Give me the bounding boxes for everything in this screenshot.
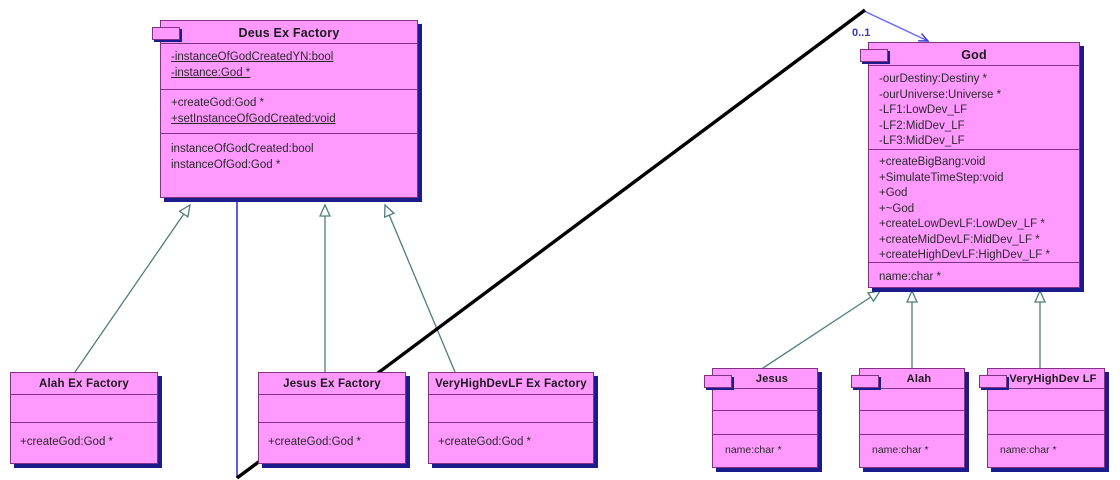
attributes-compartment xyxy=(11,394,157,422)
operations-compartment xyxy=(713,410,817,434)
class-title-jesus-ex-factory: Jesus Ex Factory xyxy=(283,378,381,390)
attribute-row: -instance:God * xyxy=(171,66,251,79)
attribute-row: -ourDestiny:Destiny * xyxy=(879,73,988,85)
operation-row: +createHighDevLF:HighDev_LF * xyxy=(879,249,1050,261)
operation-row: +createMidDevLF:MidDev_LF * xyxy=(879,233,1040,246)
class-tab-icon xyxy=(979,375,1007,388)
attribute-row: -instanceOfGodCreatedYN:bool xyxy=(171,51,334,63)
attributes-compartment xyxy=(860,388,964,410)
multiplicity-label-0-1: 0..1 xyxy=(852,27,871,39)
class-jesus[interactable]: Jesus name:char * xyxy=(704,368,818,468)
generalization-jesus-god xyxy=(759,290,882,371)
attributes-compartment xyxy=(429,394,593,422)
class-title-alah-ex-factory: Alah Ex Factory xyxy=(39,378,129,390)
extra-row: name:char * xyxy=(1000,444,1057,456)
operation-row: +createGod:God * xyxy=(20,436,114,448)
operations-compartment: +createBigBang:void +SimulateTimeStep:vo… xyxy=(869,149,1079,262)
association-deusexfactory-god-head xyxy=(863,10,930,42)
operation-row: +createGod:God * xyxy=(171,97,265,109)
operation-row: +createBigBang:void xyxy=(879,156,986,168)
extra-row: instanceOfGod:God * xyxy=(171,158,281,171)
class-deus-ex-factory[interactable]: Deus Ex Factory -instanceOfGodCreatedYN:… xyxy=(152,20,418,198)
attribute-row: -LF1:LowDev_LF xyxy=(879,104,968,116)
class-title-deus-ex-factory: Deus Ex Factory xyxy=(238,26,340,40)
class-tab-icon xyxy=(860,49,888,62)
generalization-veryhighdevlfexfactory-deusexfactory xyxy=(383,203,456,373)
operation-row: +createLowDevLF:LowDev_LF * xyxy=(879,218,1045,230)
class-tab-icon xyxy=(851,375,879,388)
operations-compartment: +createGod:God * +setInstanceOfGodCreate… xyxy=(161,89,417,133)
operations-compartment: +createGod:God * xyxy=(11,422,157,465)
class-jesus-ex-factory[interactable]: Jesus Ex Factory +createGod:God * xyxy=(258,372,406,464)
class-title-veryhighdevlf-ex-factory: VeryHighDevLF Ex Factory xyxy=(435,378,587,390)
class-tab-icon xyxy=(704,375,732,388)
operations-compartment xyxy=(988,410,1104,434)
extra-row: name:char * xyxy=(879,271,942,283)
operation-row: +createGod:God * xyxy=(438,436,532,448)
extra-compartment: name:char * xyxy=(860,434,964,468)
attribute-row: -LF3:MidDev_LF xyxy=(879,135,965,147)
operation-row: +God xyxy=(879,187,908,199)
attribute-row: -ourUniverse:Universe * xyxy=(879,88,1002,101)
attributes-compartment xyxy=(259,394,405,422)
attributes-compartment: -ourDestiny:Destiny * -ourUniverse:Unive… xyxy=(869,65,1079,149)
operation-row: +SimulateTimeStep:void xyxy=(879,171,1004,184)
class-alah-ex-factory[interactable]: Alah Ex Factory +createGod:God * xyxy=(10,372,158,464)
class-title-alah: Alah xyxy=(906,373,932,385)
extra-compartment: name:char * xyxy=(713,434,817,468)
class-god[interactable]: God -ourDestiny:Destiny * -ourUniverse:U… xyxy=(860,42,1080,291)
extra-row: instanceOfGodCreated:bool xyxy=(171,143,314,155)
class-alah[interactable]: Alah name:char * xyxy=(851,368,965,468)
extra-compartment: instanceOfGodCreated:bool instanceOfGod:… xyxy=(161,133,417,179)
generalization-alahexfactory-deusexfactory xyxy=(74,203,191,373)
operations-compartment xyxy=(860,410,964,434)
attributes-compartment xyxy=(713,388,817,410)
operation-row: +~God xyxy=(879,202,915,215)
operation-row: +setInstanceOfGodCreated:void xyxy=(171,112,336,125)
attributes-compartment: -instanceOfGodCreatedYN:bool -instance:G… xyxy=(161,43,417,89)
extra-row: name:char * xyxy=(872,444,929,456)
extra-compartment: name:char * xyxy=(988,434,1104,468)
class-title-veryhighdev-lf: VeryHighDev LF xyxy=(1009,373,1097,385)
operations-compartment: +createGod:God * xyxy=(429,422,593,465)
attribute-row: -LF2:MidDev_LF xyxy=(879,119,965,132)
operation-row: +createGod:God * xyxy=(268,436,362,448)
class-title-god: God xyxy=(961,48,987,62)
operations-compartment: +createGod:God * xyxy=(259,422,405,465)
class-tab-icon xyxy=(152,27,180,40)
class-veryhighdev-lf[interactable]: VeryHighDev LF name:char * xyxy=(979,368,1105,468)
attributes-compartment xyxy=(988,388,1104,410)
extra-compartment: name:char * xyxy=(869,262,1079,291)
class-veryhighdevlf-ex-factory[interactable]: VeryHighDevLF Ex Factory +createGod:God … xyxy=(428,372,594,464)
extra-row: name:char * xyxy=(725,444,782,456)
